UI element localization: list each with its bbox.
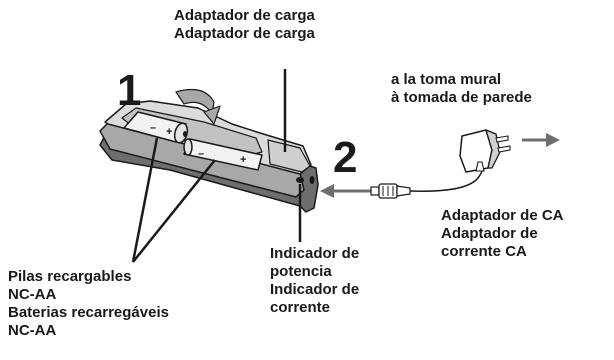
dc-plug-icon xyxy=(370,159,484,199)
svg-text:–: – xyxy=(150,122,156,134)
power-indicator-label: Indicador de potencia Indicador de corre… xyxy=(270,245,359,317)
charger-label-line: Adaptador de carga xyxy=(174,7,315,24)
power-indicator-label-line: Indicador de xyxy=(270,245,360,262)
batteries-label-line: Baterias recarregáveis xyxy=(8,304,169,321)
power-indicator-label-line: potencia xyxy=(270,263,332,280)
step-number-2: 2 xyxy=(333,133,358,182)
batteries-label-line: NC-AA xyxy=(8,322,57,339)
batteries-label-line: NC-AA xyxy=(8,286,57,303)
power-indicator-label-line: corrente xyxy=(270,299,331,316)
power-indicator-label-line: Indicador de xyxy=(270,281,360,298)
svg-text:+: + xyxy=(240,154,246,166)
ac-adapter-label: Adaptador de CA Adaptador de corrente CA xyxy=(441,207,564,261)
aa-battery-icon: – + xyxy=(123,111,189,144)
charger-label: Adaptador de carga Adaptador de carga xyxy=(174,7,315,43)
wall-outlet-label: a la toma mural à tomada de parede xyxy=(391,71,532,107)
batteries-label: Pilas recargables NC-AA Baterias recarre… xyxy=(8,268,169,340)
batteries-label-line: Pilas recargables xyxy=(8,268,132,285)
insert-arrow-icon xyxy=(175,89,221,125)
charger-label-line: Adaptador de carga xyxy=(174,25,315,42)
battery-leader-1 xyxy=(131,137,159,263)
leader-lines xyxy=(131,69,302,263)
ac-adapter-label-line: corrente CA xyxy=(441,243,527,260)
wall-outlet-label-line: a la toma mural xyxy=(391,71,502,88)
step-number-1: 1 xyxy=(117,66,142,115)
direction-arrow-icon xyxy=(522,133,560,147)
direction-arrow-icon xyxy=(320,184,372,198)
battery-leader-2 xyxy=(132,159,216,263)
svg-text:+: + xyxy=(166,126,172,138)
ac-adapter-label-line: Adaptador de CA xyxy=(441,207,564,224)
wall-outlet-label-line: à tomada de parede xyxy=(391,89,532,106)
aa-battery-icon: – + xyxy=(183,138,263,171)
ac-adapter-label-line: Adaptador de xyxy=(441,225,538,242)
ac-adapter-icon xyxy=(459,129,511,173)
svg-text:–: – xyxy=(198,148,204,160)
